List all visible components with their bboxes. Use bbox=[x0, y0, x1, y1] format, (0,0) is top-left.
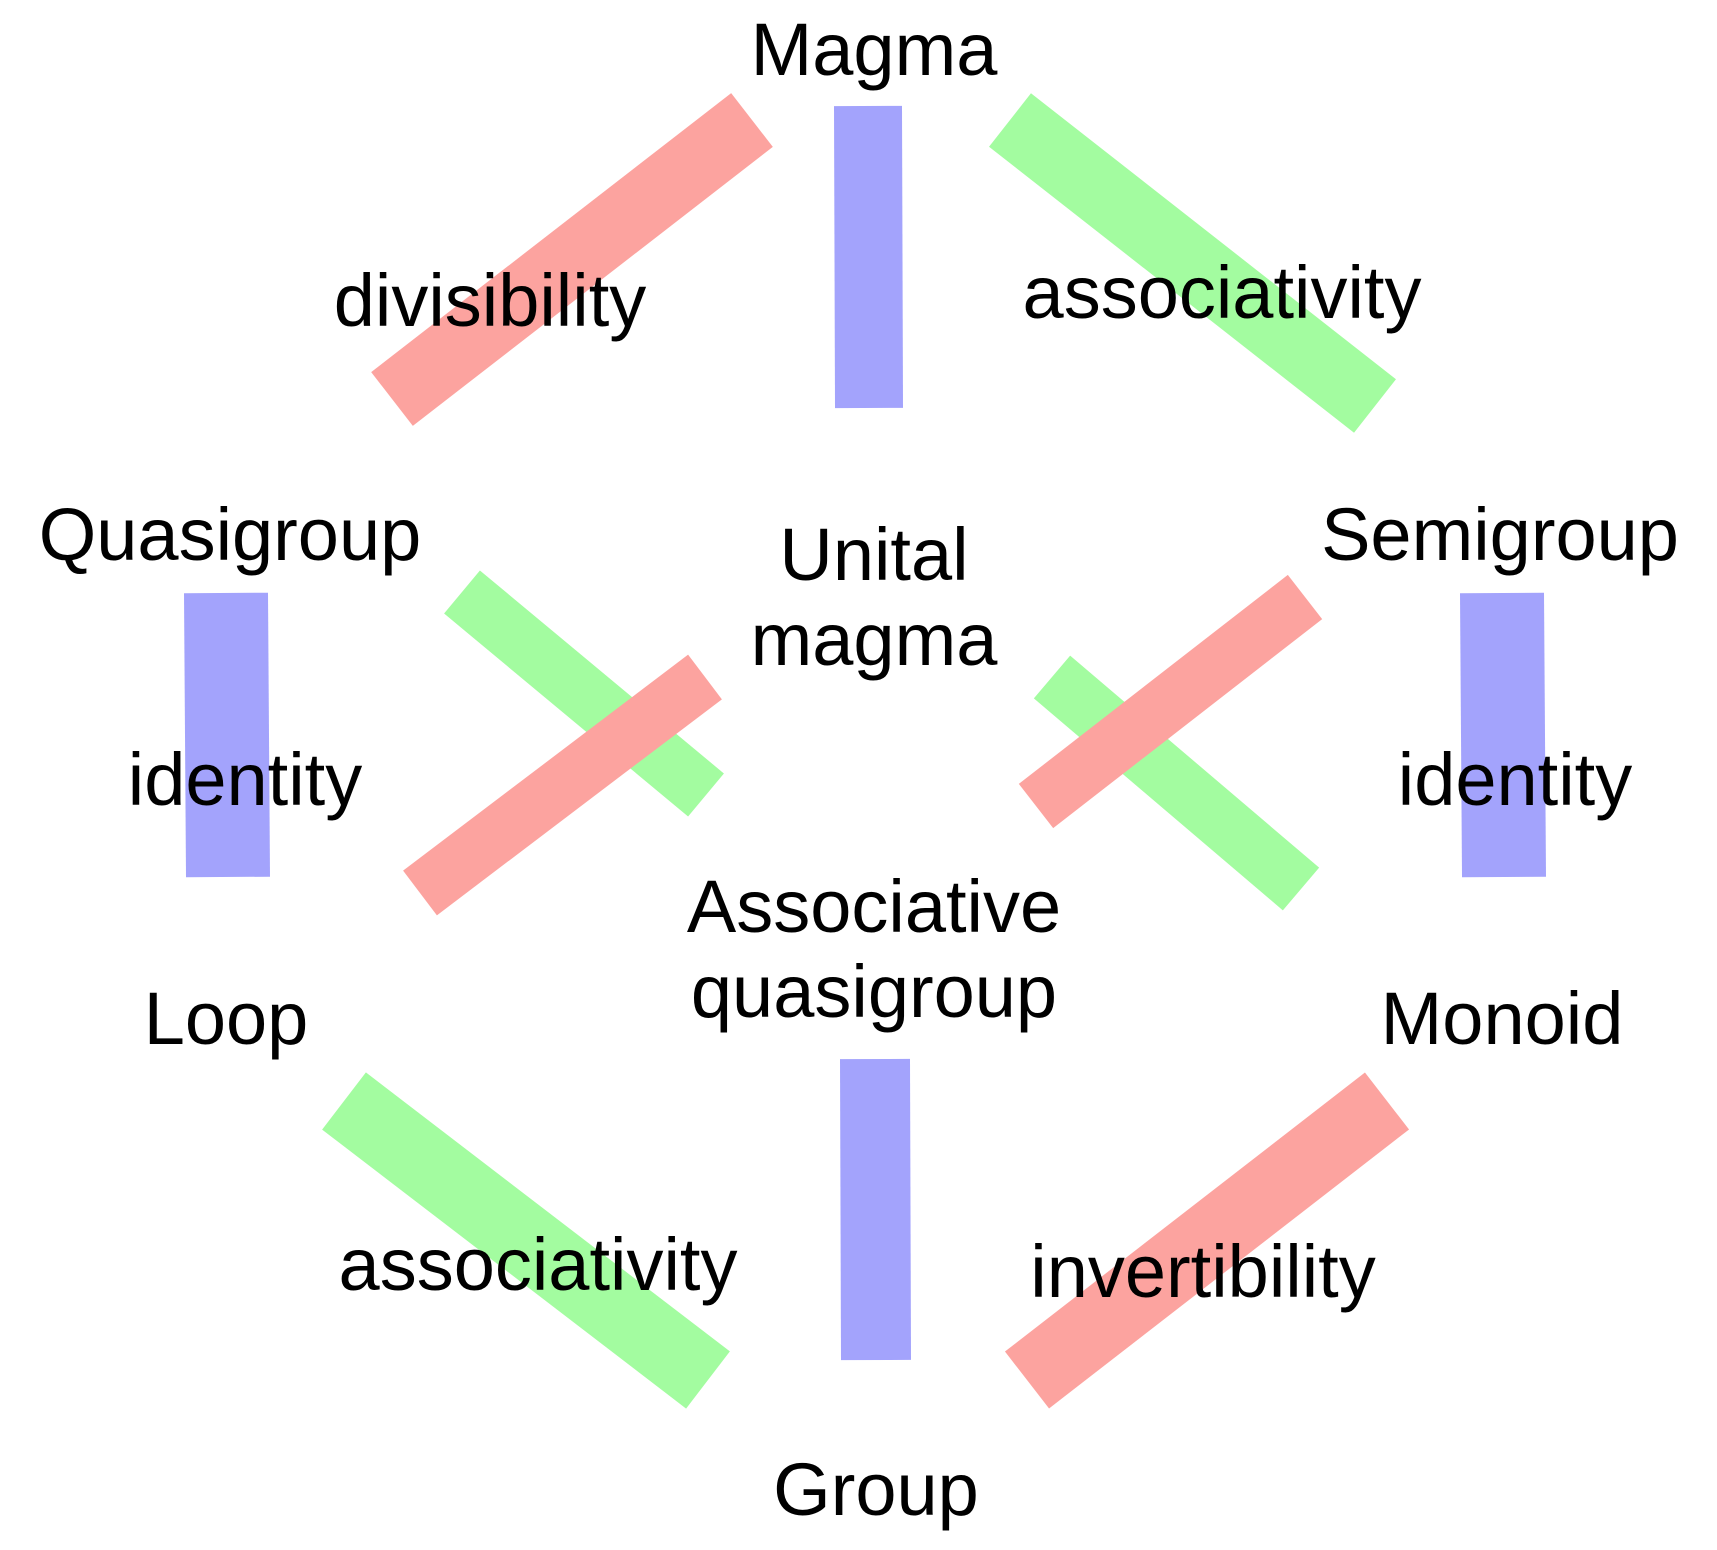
edge-semigroup-monoid bbox=[1460, 592, 1546, 878]
edge-semigroup-associative-quasigroup bbox=[1018, 574, 1323, 829]
edge-loop-group bbox=[322, 1072, 730, 1409]
edge-labels: divisibility associativity identity iden… bbox=[128, 251, 1632, 1313]
edge-magma-unital-magma bbox=[834, 105, 903, 409]
node-unital-magma-line1: Unital bbox=[779, 513, 968, 596]
node-monoid: Monoid bbox=[1381, 977, 1624, 1060]
edge-bars bbox=[184, 93, 1546, 1409]
edge-label-identity-left: identity bbox=[128, 738, 362, 821]
edge-magma-quasigroup bbox=[371, 93, 773, 426]
edge-unital-magma-monoid bbox=[1033, 655, 1320, 911]
edge-label-invertibility: invertibility bbox=[1030, 1230, 1375, 1313]
edge-unital-magma-loop bbox=[403, 654, 722, 916]
node-unital-magma-line2: magma bbox=[751, 598, 999, 681]
edge-label-divisibility: divisibility bbox=[334, 259, 647, 342]
edge-monoid-group bbox=[1004, 1072, 1410, 1409]
edge-label-associativity-top: associativity bbox=[1023, 251, 1422, 334]
edge-quasigroup-loop bbox=[184, 592, 270, 878]
edge-label-associativity-bottom: associativity bbox=[339, 1223, 738, 1306]
node-labels: Magma Quasigroup Unital magma Semigroup … bbox=[39, 8, 1679, 1531]
edge-label-identity-right: identity bbox=[1398, 738, 1632, 821]
node-group: Group bbox=[773, 1448, 979, 1531]
edge-magma-semigroup bbox=[989, 93, 1396, 433]
node-magma: Magma bbox=[751, 8, 999, 91]
node-loop: Loop bbox=[144, 977, 309, 1060]
node-associative-quasigroup-line1: Associative bbox=[687, 865, 1061, 948]
node-semigroup: Semigroup bbox=[1321, 493, 1679, 576]
node-quasigroup: Quasigroup bbox=[39, 493, 422, 576]
edge-quasigroup-associative-quasigroup bbox=[444, 570, 724, 817]
node-associative-quasigroup-line2: quasigroup bbox=[691, 950, 1057, 1033]
edge-associative-quasigroup-group bbox=[840, 1058, 911, 1361]
